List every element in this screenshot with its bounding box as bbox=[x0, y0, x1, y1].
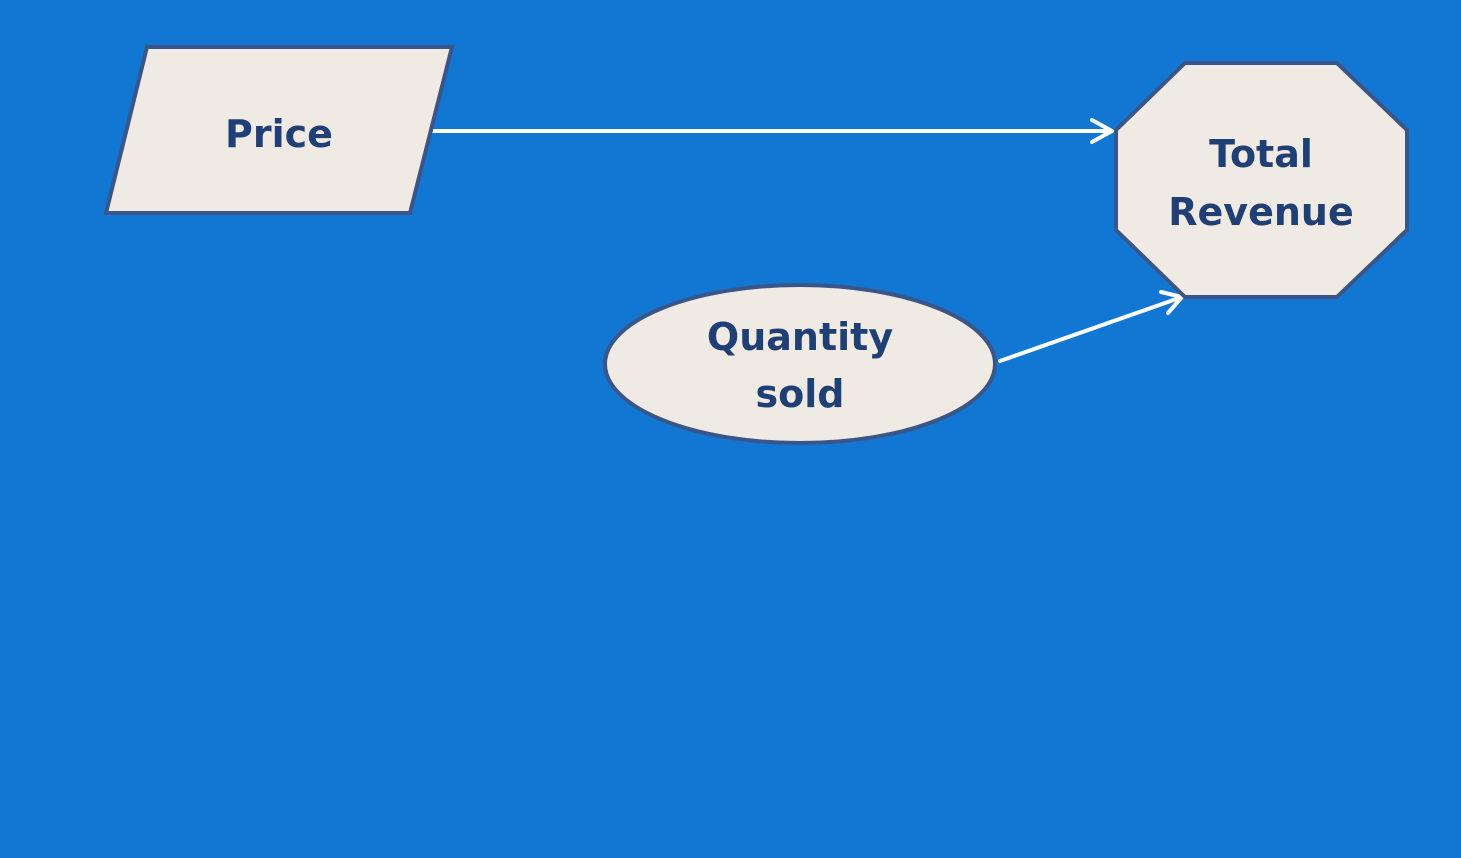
node-quantity-sold[interactable]: Quantity sold bbox=[603, 283, 997, 445]
node-total-revenue[interactable]: Total Revenue bbox=[1114, 61, 1409, 299]
quantity-sold-label-line1: Quantity bbox=[707, 315, 893, 359]
edge-quantity-arrowhead bbox=[1159, 290, 1184, 315]
price-parallelogram-shape bbox=[103, 45, 455, 215]
total-revenue-label-line1: Total bbox=[1209, 132, 1313, 176]
edge-price-arrowhead bbox=[1090, 118, 1114, 144]
quantity-sold-ellipse-shape bbox=[603, 283, 997, 445]
quantity-sold-label-line2: sold bbox=[756, 372, 845, 416]
total-revenue-octagon-shape bbox=[1114, 61, 1409, 299]
price-label: Price bbox=[225, 112, 333, 156]
edge-quantity-line bbox=[998, 295, 1184, 363]
edge-quantity-to-total-revenue bbox=[998, 290, 1184, 363]
total-revenue-label-line2: Revenue bbox=[1168, 190, 1353, 234]
edge-price-to-total-revenue bbox=[430, 118, 1114, 144]
node-price[interactable]: Price bbox=[103, 45, 455, 215]
